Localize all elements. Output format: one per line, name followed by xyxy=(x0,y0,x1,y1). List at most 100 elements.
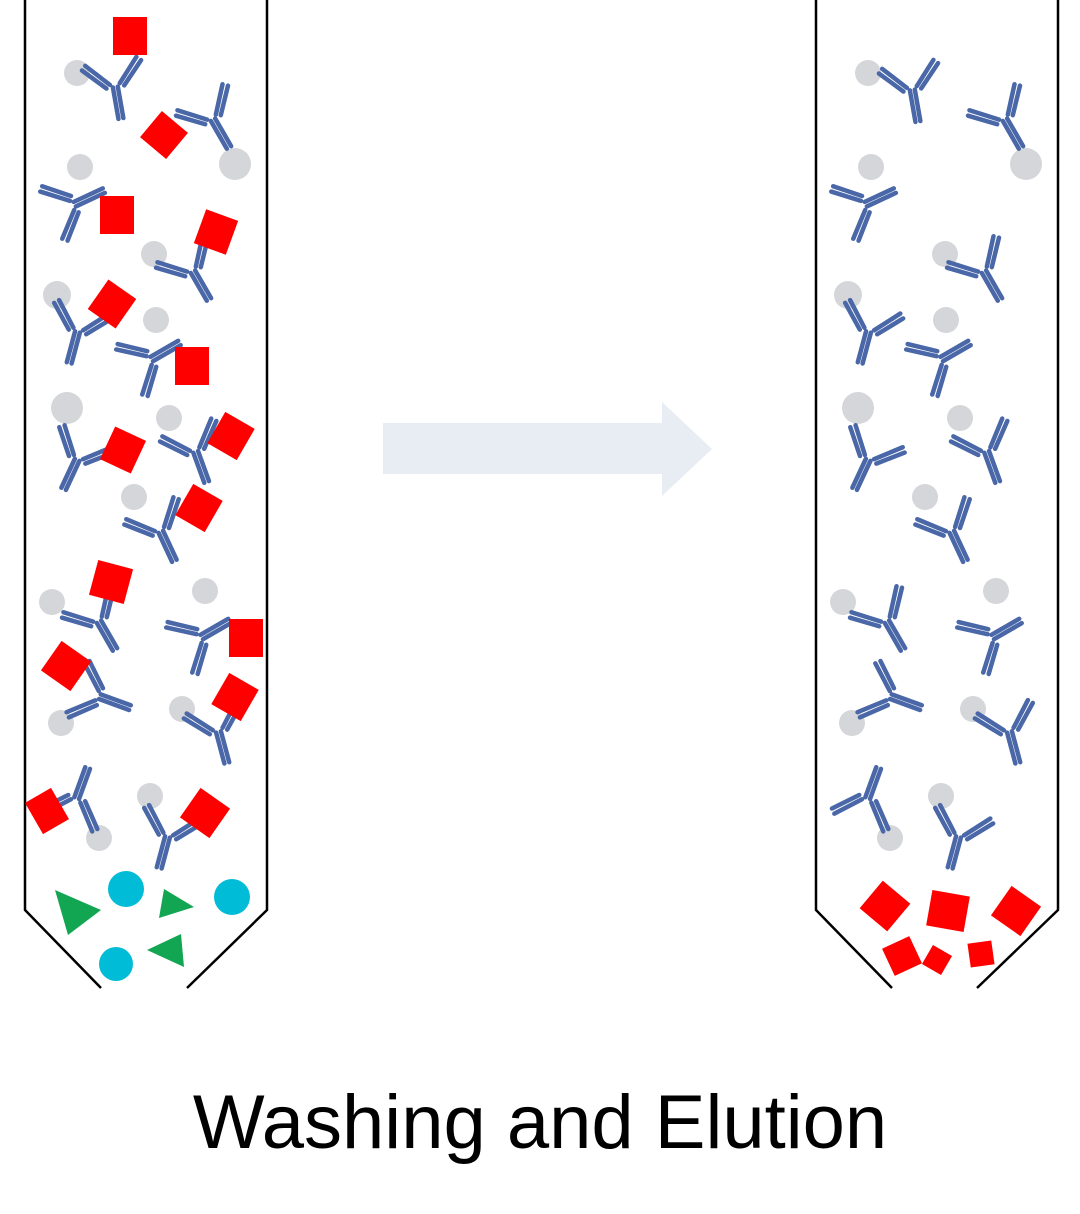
bead-icon xyxy=(143,307,169,333)
bead-icon xyxy=(156,405,182,431)
bead-antibody-target-complex xyxy=(39,559,141,664)
green-triangle-impurity-icon xyxy=(159,889,194,918)
bead-icon xyxy=(219,148,251,180)
target-protein-icon xyxy=(926,889,970,933)
target-protein-icon xyxy=(179,787,231,839)
antibody-icon xyxy=(827,424,906,502)
bead-antibody-complex xyxy=(827,392,906,501)
bead-icon xyxy=(51,392,83,424)
bead-antibody-complex xyxy=(960,696,1047,771)
target-protein-icon xyxy=(207,411,255,461)
bead-icon xyxy=(39,589,65,615)
antibody-icon xyxy=(966,82,1047,162)
bead-antibody-complex xyxy=(831,758,907,851)
bead-antibody-complex xyxy=(831,281,904,371)
antibody-icon xyxy=(856,660,931,736)
eluted-target-proteins xyxy=(859,880,1042,976)
right-column xyxy=(814,0,1060,989)
green-triangle-impurity-icon xyxy=(147,934,184,967)
target-protein-icon xyxy=(87,279,137,329)
target-protein-icon xyxy=(211,672,259,722)
target-protein-icon xyxy=(40,640,92,692)
bead-antibody-target-complex xyxy=(121,483,223,574)
target-protein-icon xyxy=(175,483,223,533)
target-protein-icon xyxy=(175,347,209,385)
bead-icon xyxy=(842,392,874,424)
antibody-icon xyxy=(878,59,947,127)
target-protein-icon xyxy=(88,559,134,605)
bead-antibody-target-complex xyxy=(156,405,255,492)
bead-antibody-target-complex xyxy=(114,307,209,398)
bead-icon xyxy=(834,281,862,309)
antibody-icon xyxy=(831,758,907,833)
bead-antibody-target-complex xyxy=(40,279,137,371)
bead-antibody-target-complex xyxy=(36,392,147,501)
bead-antibody-complex xyxy=(830,154,908,242)
right-column-outline xyxy=(814,0,1060,989)
bead-antibody-complex xyxy=(912,484,993,573)
target-protein-icon xyxy=(25,787,69,835)
bead-antibody-target-complex xyxy=(140,82,255,180)
impurities xyxy=(55,871,250,981)
bead-icon xyxy=(48,710,74,736)
bead-antibody-target-complex xyxy=(39,154,134,242)
target-protein-icon xyxy=(859,880,911,932)
bead-icon xyxy=(933,307,959,333)
antibody-icon xyxy=(831,299,904,371)
bead-icon xyxy=(855,60,881,86)
cyan-circle-impurity-icon xyxy=(99,947,133,981)
green-triangle-impurity-icon xyxy=(55,890,101,935)
antibody-icon xyxy=(848,584,929,664)
antibody-icon xyxy=(945,234,1026,314)
diagram-caption: Washing and Elution xyxy=(192,1080,888,1165)
bead-icon xyxy=(121,484,147,510)
bead-antibody-complex xyxy=(855,59,947,127)
bead-icon xyxy=(839,710,865,736)
target-protein-icon xyxy=(882,936,922,976)
bead-antibody-complex xyxy=(932,234,1026,314)
target-protein-icon xyxy=(99,426,147,474)
bead-antibody-complex xyxy=(955,578,1035,676)
bead-antibody-target-complex xyxy=(164,578,263,676)
bead-antibody-target-complex xyxy=(141,209,239,314)
bead-icon xyxy=(43,281,71,309)
target-protein-icon xyxy=(967,940,995,968)
cyan-circle-impurity-icon xyxy=(214,879,250,915)
bead-icon xyxy=(141,241,167,267)
bead-icon xyxy=(912,484,938,510)
bead-antibody-complex xyxy=(921,783,994,876)
bead-icon xyxy=(947,405,973,431)
bead-antibody-complex xyxy=(839,660,931,736)
antibody-icon xyxy=(921,804,994,876)
bead-antibody-complex xyxy=(904,307,984,398)
bead-icon xyxy=(137,783,163,809)
target-protein-icon xyxy=(113,17,147,55)
bead-antibody-target-complex xyxy=(64,17,150,124)
bead-icon xyxy=(830,589,856,615)
bead-icon xyxy=(858,154,884,180)
bead-antibody-complex xyxy=(966,82,1047,180)
bead-icon xyxy=(192,578,218,604)
left-column-outline xyxy=(23,0,269,989)
bead-antibody-complex xyxy=(947,405,1026,492)
antibody-icon xyxy=(81,56,150,124)
bead-icon xyxy=(928,783,954,809)
target-protein-icon xyxy=(990,885,1042,937)
left-column xyxy=(23,0,269,989)
bead-antibody-target-complex xyxy=(169,672,259,771)
target-protein-icon xyxy=(229,619,263,657)
bead-icon xyxy=(932,241,958,267)
bead-icon xyxy=(983,578,1009,604)
bead-antibody-target-complex xyxy=(130,783,231,876)
bead-icon xyxy=(67,154,93,180)
target-protein-icon xyxy=(921,944,953,976)
bead-icon xyxy=(1010,148,1042,180)
target-protein-icon xyxy=(140,111,188,159)
bead-antibody-complex xyxy=(830,584,929,664)
bead-antibody-target-complex xyxy=(40,640,140,736)
cyan-circle-impurity-icon xyxy=(108,871,144,907)
target-protein-icon xyxy=(100,196,134,234)
bead-antibody-target-complex xyxy=(25,758,116,851)
target-protein-icon xyxy=(193,209,239,255)
